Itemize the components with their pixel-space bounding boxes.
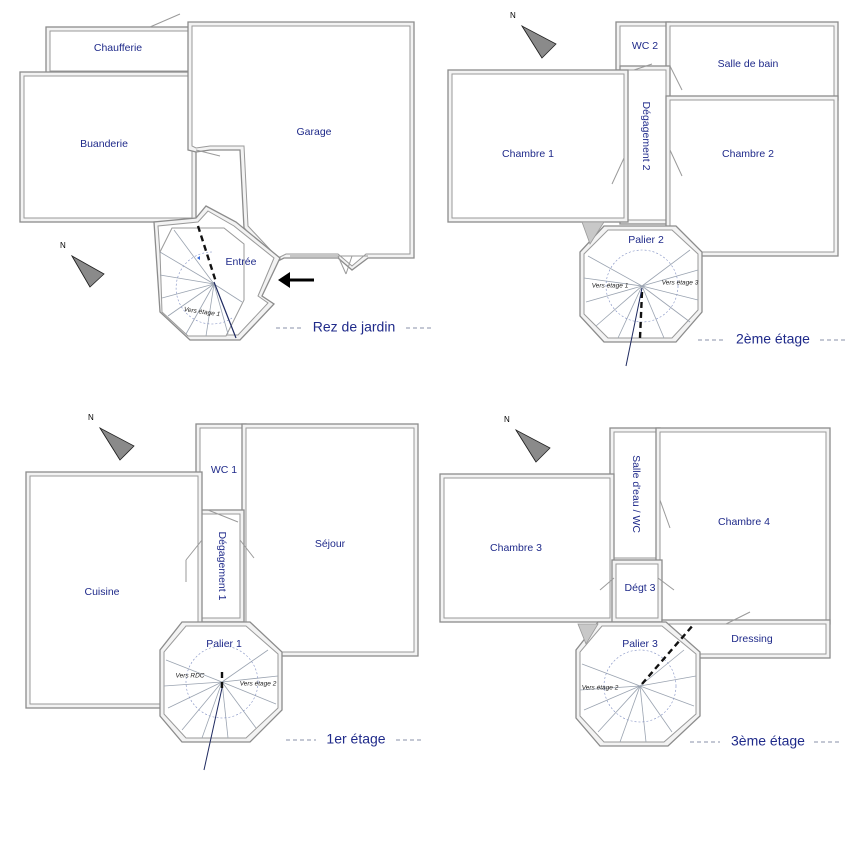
level-title-rdj: Rez de jardin	[313, 319, 396, 335]
room-label-chambre1: Chambre 1	[502, 148, 554, 160]
room-label-dressing: Dressing	[731, 633, 773, 645]
room-label-chambre2: Chambre 2	[722, 148, 774, 160]
room-label-palier3: Palier 3	[622, 638, 658, 650]
stair-label-up: Vers étage 3	[662, 280, 699, 287]
stair-label-up: Vers étage 2	[240, 681, 277, 688]
room-label-chaufferie: Chaufferie	[94, 42, 142, 54]
north-label: N	[510, 11, 516, 20]
level-title-2: 2ème étage	[736, 331, 810, 347]
stair-label-down: Vers étage 1	[592, 283, 629, 290]
room-label-degagement2: Dégagement 2	[640, 102, 652, 171]
room-label-wc1: WC 1	[211, 464, 237, 476]
north-arrow-icon: N	[504, 415, 551, 463]
room-label-degt3: Dégt 3	[625, 582, 656, 594]
plan-etage-2: N WC 2 Salle de bain Dégagement 2 Chambr…	[447, 11, 848, 367]
north-label: N	[60, 241, 66, 250]
level-title-1: 1er étage	[326, 731, 385, 747]
room-label-garage: Garage	[296, 126, 331, 138]
north-arrow-icon: N	[60, 241, 105, 288]
room-label-sejour: Séjour	[315, 538, 346, 550]
room-label-salle-eau: Salle d'eau / WC	[630, 455, 642, 533]
room-label-palier1: Palier 1	[206, 638, 242, 650]
room-label-cuisine: Cuisine	[84, 586, 119, 598]
stair-label-down: Vers RDC	[175, 673, 204, 680]
stair-label-down: Vers étage 2	[582, 685, 619, 692]
room-label-chambre3: Chambre 3	[490, 542, 542, 554]
room-label-wc2: WC 2	[632, 40, 658, 52]
room-label-degagement1: Dégagement 1	[216, 532, 228, 601]
plan-etage-3: N Salle d'eau / WC Chambre 4 Chambre 3 D…	[439, 415, 842, 749]
room-label-salle-de-bain: Salle de bain	[718, 58, 779, 70]
plan-etage-1: N WC 1 Dégagement 1 Séjour Cuisine Palie…	[25, 413, 424, 771]
level-title-3: 3ème étage	[731, 733, 805, 749]
north-label: N	[504, 415, 510, 424]
room-label-chambre4: Chambre 4	[718, 516, 770, 528]
room-label-palier2: Palier 2	[628, 234, 664, 246]
left-arrow-icon	[278, 272, 314, 288]
room-label-buanderie: Buanderie	[80, 138, 128, 150]
plan-rez-de-jardin: N Chaufferie Buanderie Garage Entrée Ver…	[19, 13, 432, 341]
north-label: N	[88, 413, 94, 422]
room-label-entree: Entrée	[226, 256, 257, 268]
north-arrow-icon: N	[88, 413, 135, 461]
north-arrow-icon: N	[510, 11, 557, 59]
